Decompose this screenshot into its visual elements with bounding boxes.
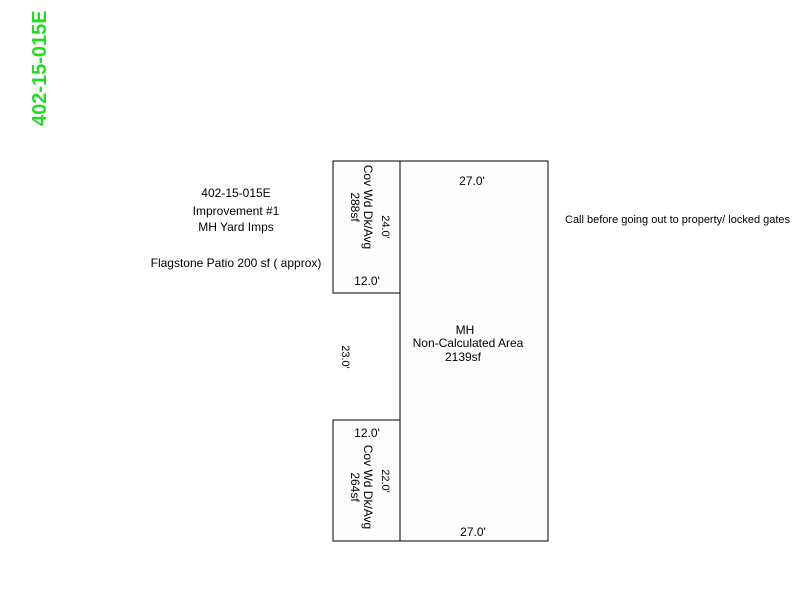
deck-top-label: Cov Wd Dk/Avg [361, 165, 375, 249]
deck-bottom-width-dimension: 12.0' [354, 426, 380, 440]
call-before-note: Call before going out to property/ locke… [565, 214, 791, 226]
info-parcel-number: 402-15-015E [201, 186, 271, 200]
main-area-label-type: Non-Calculated Area [413, 336, 524, 350]
info-improvement: Improvement #1 [192, 204, 280, 218]
deck-top-outline [332, 160, 401, 294]
deck-bottom-area: 264sf [348, 472, 362, 502]
main-left-dimension: 23.0' [339, 345, 351, 369]
deck-bottom-label: Cov Wd Dk/Avg [361, 445, 375, 529]
main-top-dimension: 27.0' [459, 174, 485, 188]
deck-top-area: 288sf [348, 192, 362, 222]
main-area-label-sqft: 2139sf [445, 350, 482, 364]
main-area-label-mh: MH [456, 323, 475, 337]
deck-top-width-dimension: 12.0' [354, 274, 380, 288]
deck-bottom-outline [332, 419, 401, 542]
info-imps: MH Yard Imps [198, 220, 274, 234]
deck-bottom-side-dimension: 22.0' [379, 469, 391, 493]
info-patio-note: Flagstone Patio 200 sf ( approx) [150, 256, 322, 270]
deck-top-side-dimension: 24.0' [379, 215, 391, 239]
main-bottom-dimension: 27.0' [460, 525, 486, 539]
